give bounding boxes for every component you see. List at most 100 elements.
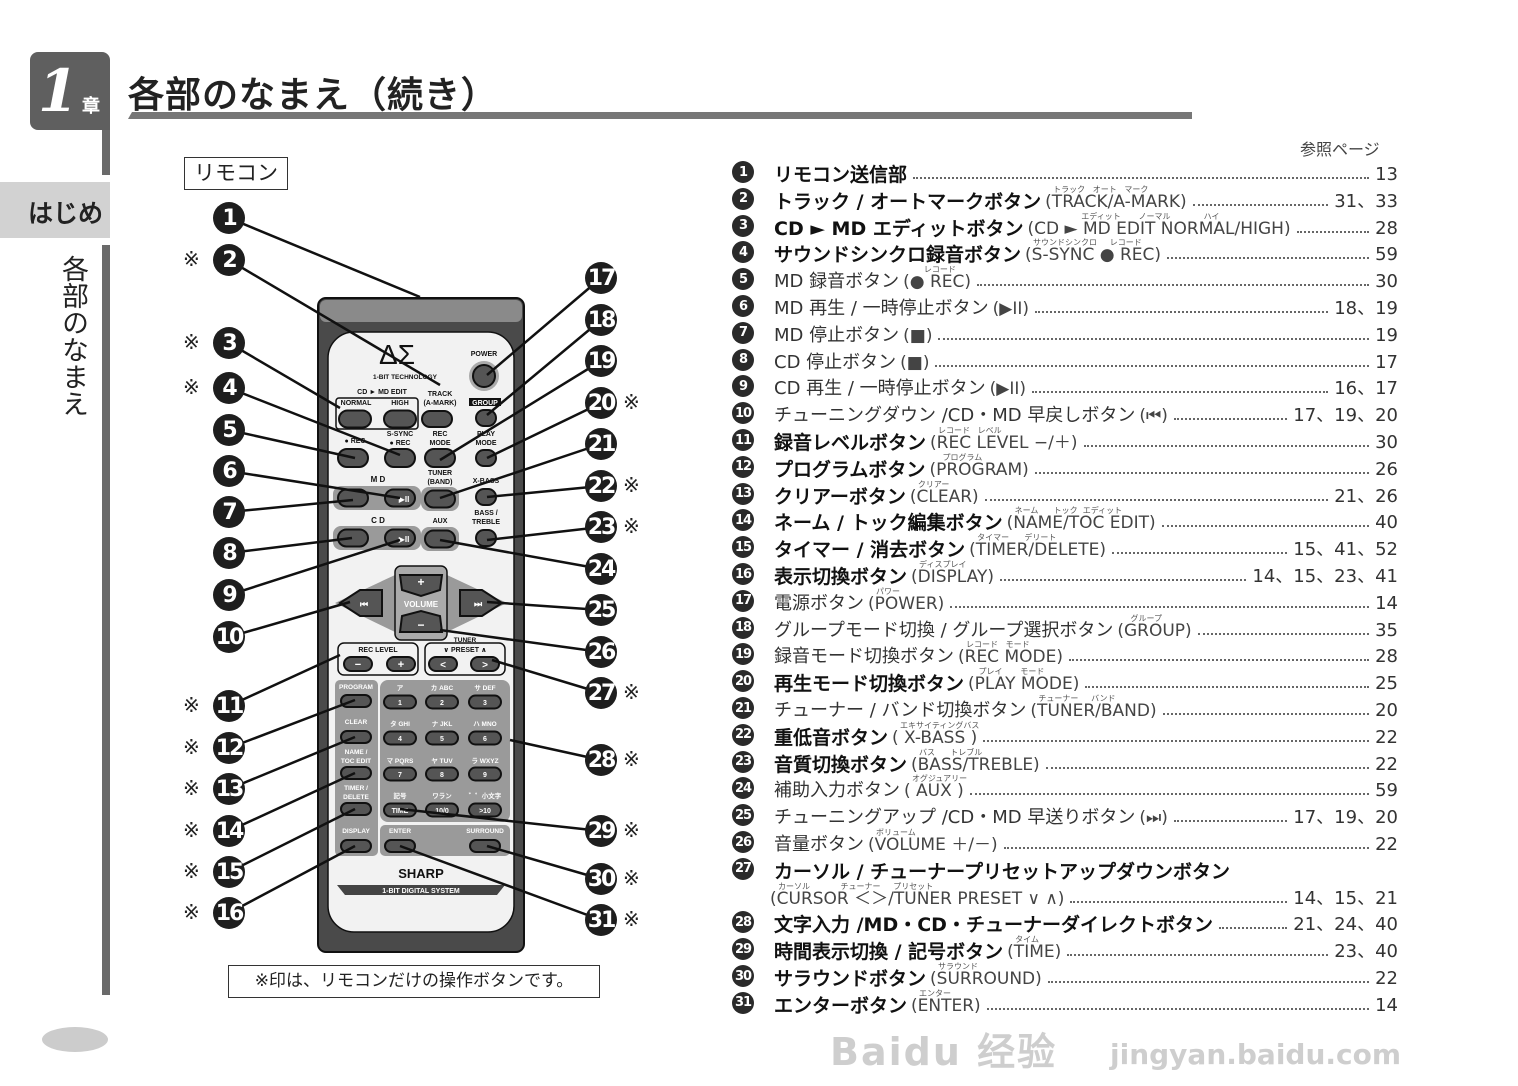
fast-forward-button — [459, 589, 504, 617]
callout-number: 30 — [585, 863, 617, 895]
item-furigana: エンター — [919, 988, 952, 998]
item-number: 11 — [732, 429, 754, 451]
volume-down-button — [398, 609, 444, 633]
dot-leader — [984, 498, 1329, 501]
callout-number: 25 — [585, 594, 617, 626]
callout-leader-line — [228, 771, 356, 833]
brand-logo: SHARP — [398, 866, 444, 881]
callout-leader-line — [486, 401, 602, 460]
rec-level-minus-button — [343, 656, 373, 672]
s-sync-label: S-SYNC — [387, 431, 413, 438]
item-reference: (REC MODE)レコード モード — [958, 640, 1063, 668]
item-name: トラック / オートマークボタン — [774, 190, 1042, 213]
item-furigana: サウンドシンクロ レコード — [1033, 238, 1142, 248]
tuner-band-button — [424, 489, 456, 509]
callout-leader-line — [228, 258, 441, 387]
cd-label: C D — [371, 516, 385, 525]
item-number: 4 — [732, 241, 754, 264]
remote-only-mark: ※ — [623, 747, 640, 771]
item-pages: 16、17 — [1334, 378, 1398, 400]
item-reference: (TIME)タイム — [1007, 935, 1062, 963]
item-reference: (▶II) — [989, 379, 1027, 400]
remote-only-mark: ※ — [183, 859, 200, 883]
callout-leader-line — [439, 359, 602, 462]
dot-leader — [986, 1007, 1370, 1010]
cd-play-icon: ▶II — [399, 535, 410, 544]
callout-number: 20 — [585, 387, 617, 419]
item-furigana: トラック オート マーク — [1053, 184, 1149, 194]
program-button — [340, 694, 372, 708]
item-name: クリアーボタン — [774, 485, 906, 508]
keypad-key-label: 7 — [398, 772, 402, 779]
dot-leader — [1068, 659, 1370, 662]
item-furigana: プログラム — [937, 452, 983, 462]
callout-leader-line — [228, 536, 353, 555]
item-reference: (CD ► MD EDIT NORMAL/HIGH) エディット ノーマル ハイ — [1027, 211, 1291, 239]
page-number-oval — [42, 1027, 108, 1052]
keypad-label: タ GHI — [390, 719, 410, 728]
dot-leader — [1167, 257, 1370, 260]
item-number: 22 — [732, 723, 754, 746]
volume-label: VOLUME — [404, 600, 439, 609]
item-furigana: サラウンド — [938, 962, 979, 971]
s-sync-rec-button — [384, 448, 416, 468]
item-name: MD 停止ボタン — [774, 324, 900, 346]
dot-leader — [935, 364, 1370, 367]
dot-leader — [1032, 391, 1329, 394]
keypad-key-label: 4 — [398, 736, 402, 743]
callout-number: 15 — [213, 856, 245, 888]
dot-leader — [938, 337, 1370, 340]
keypad-key-label: 3 — [483, 700, 487, 707]
item-pages: 14 — [1375, 994, 1398, 1016]
item-pages: 14、15、21 — [1293, 887, 1398, 909]
dot-leader — [1296, 230, 1370, 233]
rec-mode-label: REC — [433, 431, 448, 438]
item-pages: 28 — [1375, 646, 1398, 668]
keypad-key-label: TIME — [392, 808, 409, 815]
callout-number: 16 — [213, 897, 245, 929]
cd-md-edit-label: CD ► MD EDIT — [357, 389, 407, 396]
page-title: 各部のなまえ（続き） — [128, 75, 499, 116]
item-number: 29 — [732, 938, 754, 961]
sidebar-subsection: 各部のなまえ — [57, 255, 88, 417]
item-reference: (CURSOR ＜＞/TUNER PRESET ∨ ∧)カーソル チューナー プ… — [770, 881, 1065, 909]
callout-leader-line — [486, 600, 602, 612]
list-item-continuation: (CURSOR ＜＞/TUNER PRESET ∨ ∧)カーソル チューナー プ… — [732, 882, 1398, 909]
dot-leader — [1034, 471, 1370, 474]
item-name: チューナー / バンド切換ボタン — [774, 700, 1027, 721]
item-name: 電源ボタン — [774, 592, 864, 614]
callout-leader-line — [228, 844, 356, 915]
callout-number: 10 — [213, 621, 245, 653]
item-reference: (TRACK/A-MARK)トラック オート マーク — [1045, 184, 1187, 212]
dot-leader — [969, 793, 1370, 796]
dot-leader — [1173, 820, 1288, 823]
callout-leader-line — [228, 341, 341, 410]
track-button — [421, 410, 453, 428]
keypad-label: ヤ TUV — [431, 757, 453, 765]
logo-subtitle: 1-BIT TECHNOLOGY — [373, 374, 438, 381]
callout-leader-line — [228, 807, 356, 874]
aux-label: AUX — [433, 518, 448, 525]
keypad-label: ア — [397, 684, 404, 692]
power-label: POWER — [471, 351, 497, 358]
item-pages: 26 — [1375, 458, 1398, 480]
normal-button — [338, 409, 372, 429]
display-label: DISPLAY — [342, 828, 370, 835]
item-pages: 28 — [1375, 217, 1398, 239]
reference-page-header: 参照ページ — [1300, 140, 1380, 159]
rec-level-plus-button — [386, 656, 416, 672]
remote-only-mark: ※ — [623, 514, 640, 538]
item-reference: (S-SYNC ● REC)サウンドシンクロ レコード — [1025, 238, 1162, 266]
dot-leader — [913, 177, 1370, 179]
item-reference: (SURROUND)サラウンド — [930, 962, 1042, 989]
logo-text: ΔΣ — [379, 339, 415, 370]
remote-only-mark: ※ — [183, 735, 200, 759]
group-button — [475, 409, 497, 427]
